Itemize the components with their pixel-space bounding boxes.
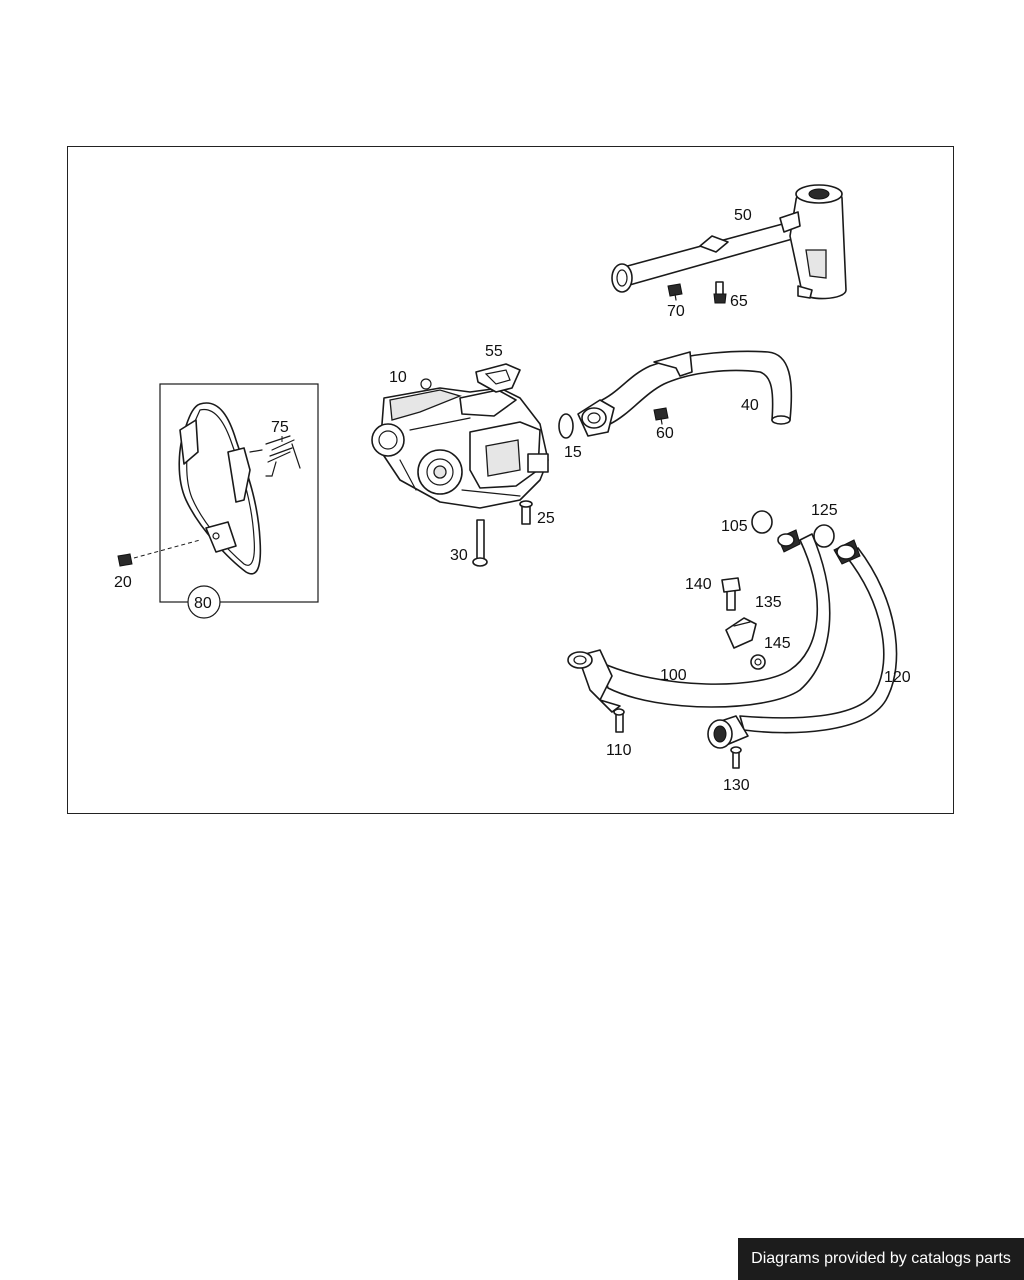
credit-banner: Diagrams provided by catalogs parts bbox=[738, 1238, 1024, 1280]
leader-lines bbox=[133, 436, 283, 559]
callout-80-circle bbox=[187, 585, 221, 619]
credit-text: Diagrams provided by catalogs parts bbox=[751, 1250, 1011, 1267]
callout-125[interactable]: 125 bbox=[811, 502, 838, 519]
callout-130[interactable]: 130 bbox=[723, 777, 750, 794]
callout-100[interactable]: 100 bbox=[660, 667, 687, 684]
callout-145[interactable]: 145 bbox=[764, 635, 791, 652]
callout-75[interactable]: 75 bbox=[271, 419, 289, 436]
part-70-bolt[interactable] bbox=[667, 283, 683, 301]
callout-10[interactable]: 10 bbox=[389, 369, 407, 386]
part-130-bolt[interactable] bbox=[730, 746, 742, 769]
part-120-oil-line[interactable] bbox=[707, 539, 898, 749]
part-140-bolt[interactable] bbox=[721, 577, 741, 611]
part-80-chain-kit-box[interactable] bbox=[159, 383, 319, 603]
callout-105[interactable]: 105 bbox=[721, 518, 748, 535]
callout-140[interactable]: 140 bbox=[685, 576, 712, 593]
part-100-oil-line[interactable] bbox=[567, 529, 831, 713]
part-20-bolt[interactable] bbox=[117, 553, 133, 567]
part-135-bracket[interactable] bbox=[725, 617, 757, 649]
callout-65[interactable]: 65 bbox=[730, 293, 748, 310]
part-145-nut[interactable] bbox=[750, 654, 766, 670]
part-10-oil-pump[interactable] bbox=[371, 378, 549, 509]
part-60-bolt[interactable] bbox=[653, 407, 669, 425]
part-75-spring[interactable] bbox=[249, 435, 301, 477]
callout-80[interactable]: 80 bbox=[194, 595, 212, 612]
callout-55[interactable]: 55 bbox=[485, 343, 503, 360]
part-30-bolt[interactable] bbox=[472, 519, 488, 567]
callout-60[interactable]: 60 bbox=[656, 425, 674, 442]
callout-120[interactable]: 120 bbox=[884, 669, 911, 686]
part-55-gasket[interactable] bbox=[475, 363, 521, 393]
callout-30[interactable]: 30 bbox=[450, 547, 468, 564]
callout-50[interactable]: 50 bbox=[734, 207, 752, 224]
chain-drive[interactable] bbox=[178, 402, 262, 575]
part-50-oil-pipe[interactable] bbox=[611, 184, 847, 300]
callout-135[interactable]: 135 bbox=[755, 594, 782, 611]
callout-70[interactable]: 70 bbox=[667, 303, 685, 320]
callout-110[interactable]: 110 bbox=[606, 742, 632, 759]
callout-20[interactable]: 20 bbox=[114, 574, 132, 591]
part-110-bolt[interactable] bbox=[613, 708, 625, 733]
part-25-bolt[interactable] bbox=[519, 500, 533, 525]
part-125-o-ring[interactable] bbox=[813, 524, 835, 548]
part-40-oil-pipe[interactable] bbox=[577, 350, 793, 437]
callout-40[interactable]: 40 bbox=[741, 397, 759, 414]
part-15-o-ring[interactable] bbox=[558, 413, 574, 439]
part-105-o-ring[interactable] bbox=[751, 510, 773, 534]
callout-15[interactable]: 15 bbox=[564, 444, 582, 461]
callout-25[interactable]: 25 bbox=[537, 510, 555, 527]
part-65-bolt[interactable] bbox=[713, 281, 727, 304]
